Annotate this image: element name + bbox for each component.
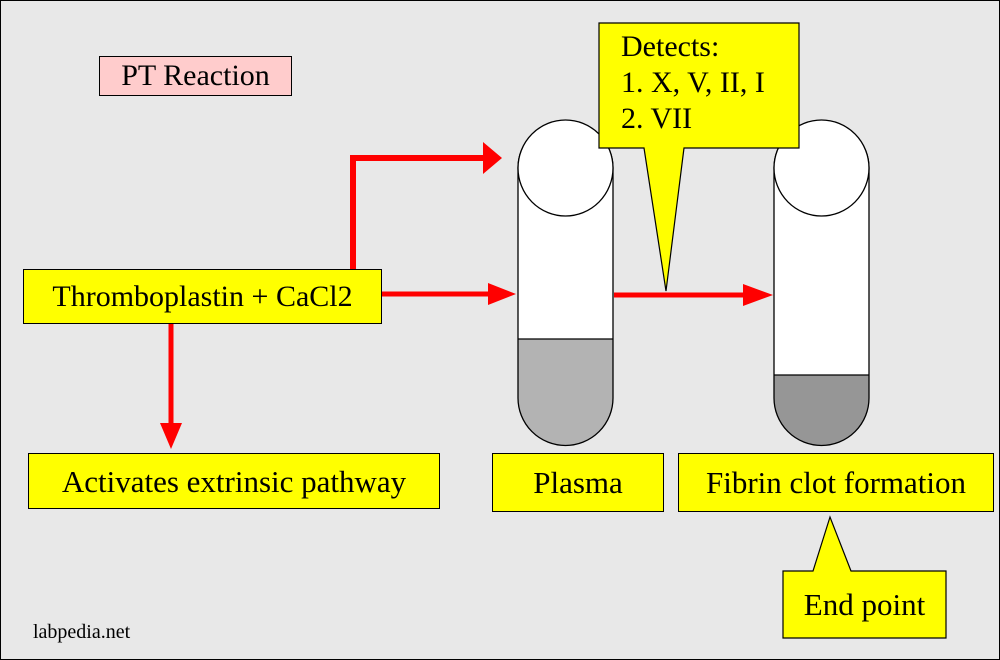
watermark-text: labpedia.net <box>33 621 131 643</box>
detects-item: 2. VII <box>621 102 693 135</box>
arrow-up-to-tube-head <box>483 142 502 174</box>
detects-item: 1. X, V, II, I <box>621 66 765 99</box>
arrow-plasma-to-clot-head <box>743 284 773 306</box>
plasma-test-tube <box>517 119 614 447</box>
pathway-label: Activates extrinsic pathway <box>28 453 440 509</box>
arrow-down-to-pathway-head <box>160 423 182 449</box>
detects-callout-text: Detects: 1. X, V, II, I 2. VII <box>599 23 799 148</box>
plasma-label: Plasma <box>492 453 664 512</box>
detects-callout-shape <box>598 22 800 292</box>
fibrin-clot <box>774 375 869 446</box>
reagent-label: Thromboplastin + CaCl2 <box>23 269 382 324</box>
end-point-callout-shape <box>782 515 947 639</box>
arrow-up-to-tube-line <box>350 155 483 269</box>
reaction-arrows <box>160 142 773 449</box>
clot-test-tube <box>773 119 870 447</box>
end-point-label: End point <box>803 587 926 622</box>
plasma-liquid <box>518 339 613 446</box>
detects-heading: Detects: <box>621 30 720 63</box>
fibrin-clot-label: Fibrin clot formation <box>678 453 994 512</box>
tube-mouth <box>517 119 614 217</box>
diagram-title: PT Reaction <box>99 56 292 96</box>
arrow-reagent-to-plasma-head <box>488 283 516 305</box>
